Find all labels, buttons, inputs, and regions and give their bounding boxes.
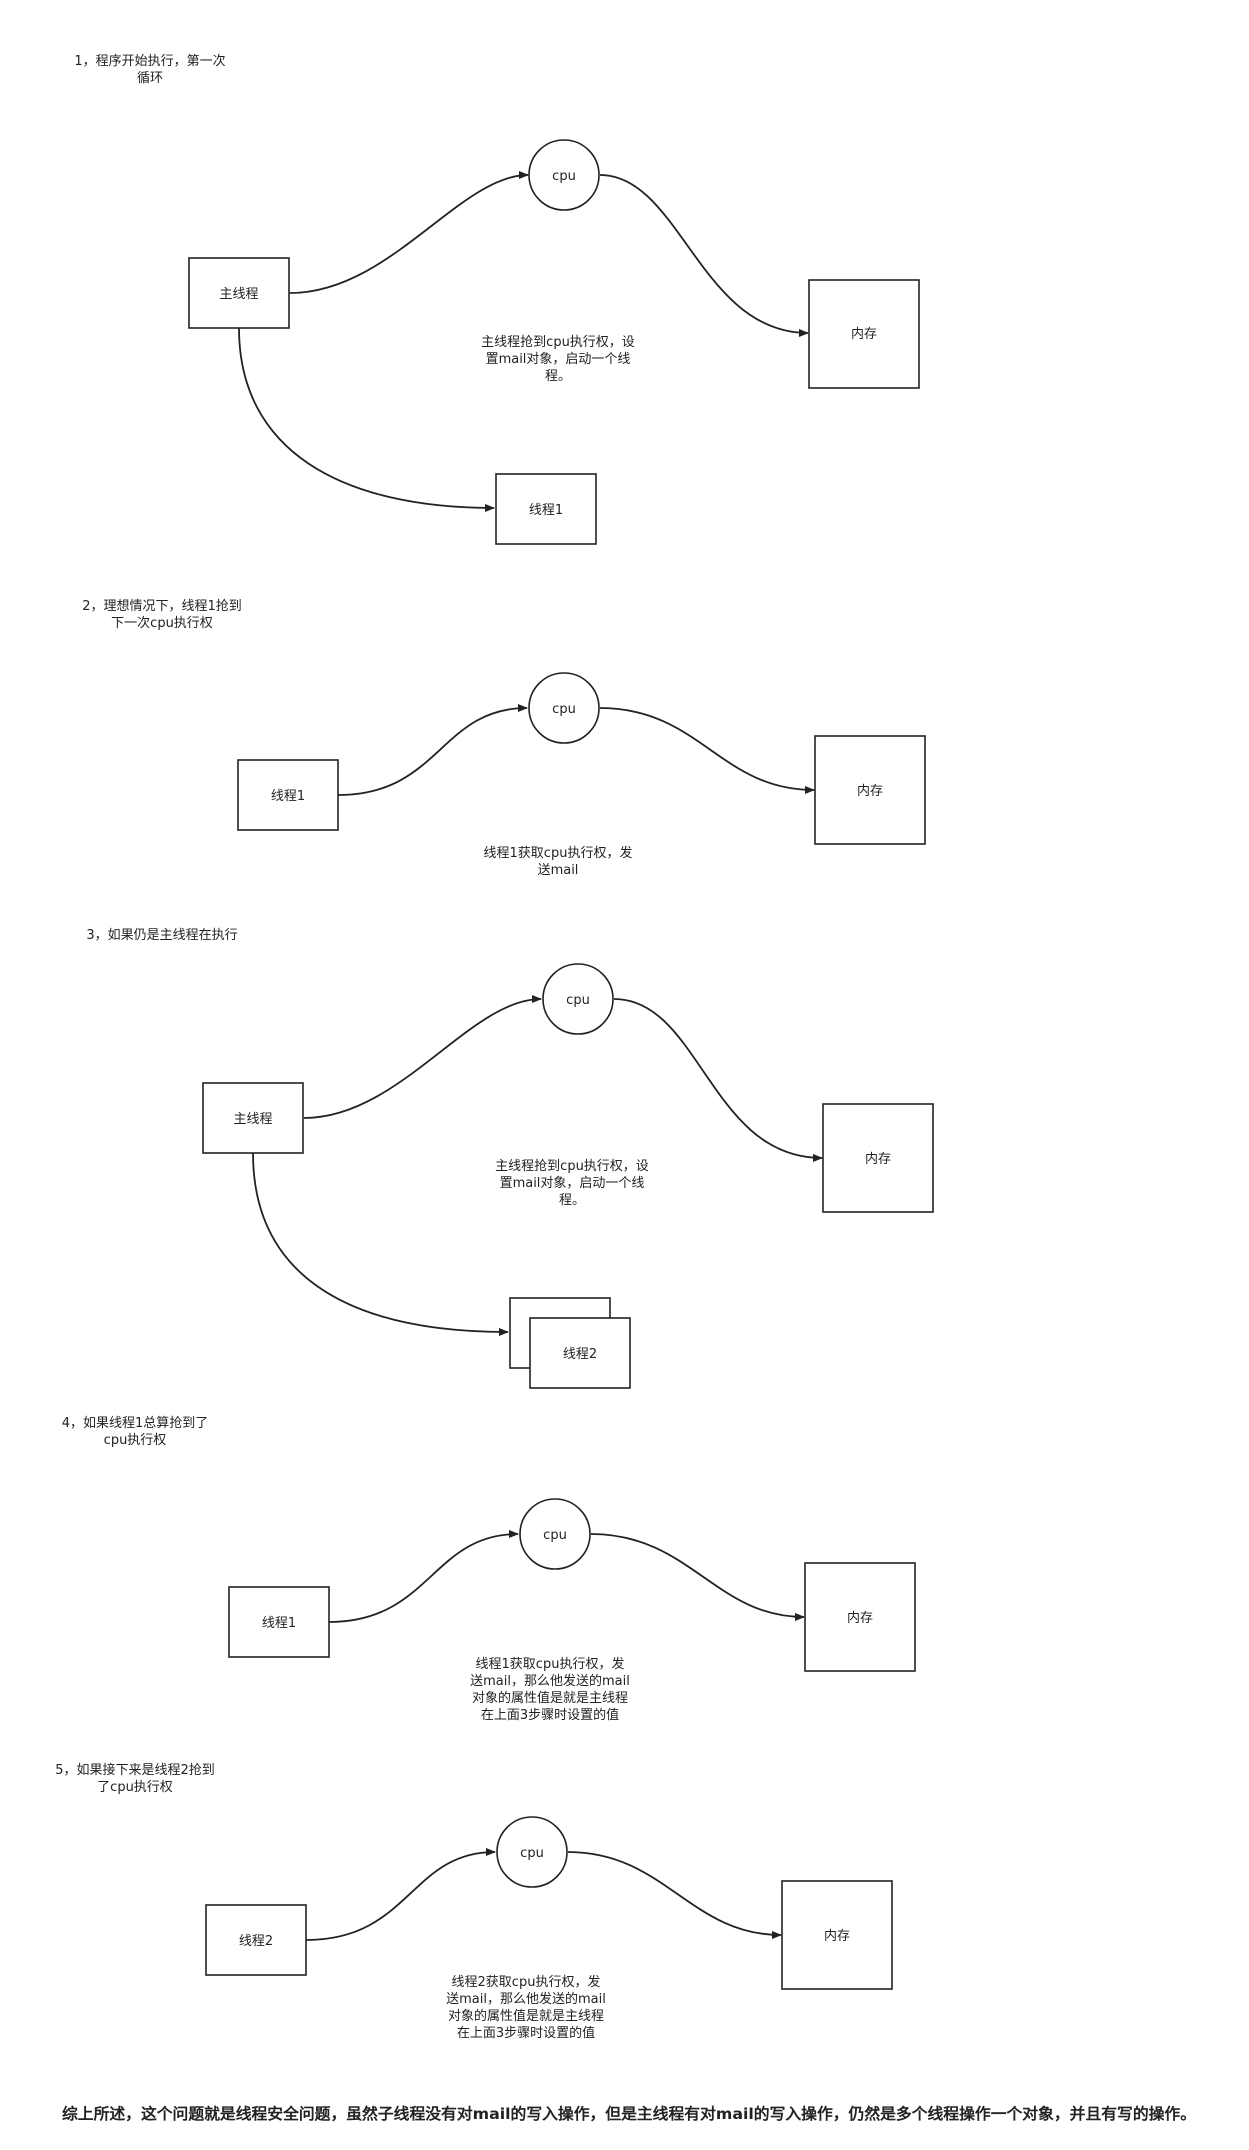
thread1-node	[237, 759, 339, 831]
cpu-node	[528, 672, 600, 744]
step-1: 1，程序开始执行，第一次 循环 主线程 cpu 内存 线程1 主线程抢到cpu执…	[74, 53, 920, 545]
memory-node	[781, 1880, 893, 1990]
edge-thread1-to-cpu	[337, 704, 528, 796]
cpu-label: cpu	[520, 1846, 544, 1861]
main-thread-node	[188, 257, 290, 329]
thread2-node	[529, 1317, 631, 1389]
memory-label: 内存	[847, 1610, 873, 1626]
thread1-label: 线程1	[271, 789, 305, 804]
cpu-label: cpu	[566, 993, 590, 1008]
cpu-label: cpu	[543, 1528, 567, 1543]
step-3-note-line-1: 主线程抢到cpu执行权，设	[495, 1158, 649, 1174]
cpu-label: cpu	[552, 169, 576, 184]
memory-node	[814, 735, 926, 845]
step-4-note-line-3: 对象的属性值是就是主线程	[472, 1690, 628, 1706]
step-5-title-line-1: 5，如果接下来是线程2抢到	[55, 1762, 215, 1778]
step-1-title-line-2: 循环	[137, 71, 163, 86]
thread2-label: 线程2	[239, 1934, 273, 1949]
edge-cpu-to-memory	[590, 1533, 805, 1621]
memory-node	[804, 1562, 916, 1672]
memory-label: 内存	[857, 783, 883, 799]
step-3-note-line-3: 程。	[559, 1193, 585, 1208]
thread2-label: 线程2	[563, 1347, 597, 1362]
edge-cpu-to-memory	[613, 998, 823, 1162]
step-3: 3，如果仍是主线程在执行 主线程 cpu 内存 线程2 主线程抢到cpu执行权，…	[86, 927, 934, 1389]
memory-node	[822, 1103, 934, 1213]
thread1-node	[228, 1586, 330, 1658]
step-5-note-line-4: 在上面3步骤时设置的值	[457, 2025, 595, 2041]
step-3-title-line-1: 3，如果仍是主线程在执行	[86, 927, 237, 943]
step-4-note-line-2: 送mail，那么他发送的mail	[470, 1673, 630, 1689]
memory-label: 内存	[851, 326, 877, 342]
step-2: 2，理想情况下，线程1抢到 下一次cpu执行权 线程1 cpu 内存 线程1获取…	[82, 598, 926, 878]
cpu-node	[542, 963, 614, 1035]
step-1-note-line-1: 主线程抢到cpu执行权，设	[481, 334, 635, 350]
step-1-title-line-1: 1，程序开始执行，第一次	[74, 53, 225, 69]
step-4: 4，如果线程1总算抢到了 cpu执行权 线程1 cpu 内存 线程1获取cpu执…	[62, 1415, 916, 1723]
step-2-note-line-2: 送mail	[538, 863, 579, 878]
edge-main-to-cpu	[289, 171, 529, 294]
main-thread-label: 主线程	[219, 287, 258, 302]
summary-text: 综上所述，这个问题就是线程安全问题，虽然子线程没有对mail的写入操作，但是主线…	[62, 2104, 1196, 2123]
step-5-note-line-3: 对象的属性值是就是主线程	[448, 2008, 604, 2024]
step-5-title-line-2: 了cpu执行权	[97, 1779, 173, 1795]
memory-label: 内存	[865, 1151, 891, 1167]
edge-thread2-to-cpu	[305, 1848, 496, 1941]
cpu-label: cpu	[552, 702, 576, 717]
main-thread-label: 主线程	[233, 1112, 272, 1127]
thread1-label: 线程1	[262, 1616, 296, 1631]
cpu-node	[496, 1816, 568, 1888]
edge-main-to-cpu	[303, 995, 542, 1119]
thread2-node	[205, 1904, 307, 1976]
thread1-node	[495, 473, 597, 545]
step-4-title-line-2: cpu执行权	[104, 1432, 167, 1448]
step-5-note-line-1: 线程2获取cpu执行权，发	[452, 1974, 601, 1990]
step-2-title-line-2: 下一次cpu执行权	[111, 615, 213, 631]
cpu-node	[528, 139, 600, 211]
step-5: 5，如果接下来是线程2抢到 了cpu执行权 线程2 cpu 内存 线程2获取cp…	[55, 1762, 893, 2041]
edge-main-to-thread1	[238, 327, 495, 512]
step-1-note-line-2: 置mail对象，启动一个线	[486, 352, 631, 367]
edge-main-to-thread2	[252, 1152, 509, 1336]
step-5-note-line-2: 送mail，那么他发送的mail	[446, 1991, 606, 2007]
step-1-note-line-3: 程。	[545, 369, 571, 384]
step-4-note-line-4: 在上面3步骤时设置的值	[481, 1707, 619, 1723]
edge-thread1-to-cpu	[328, 1530, 519, 1623]
thread1-label: 线程1	[529, 503, 563, 518]
edge-cpu-to-memory	[599, 707, 815, 794]
memory-label: 内存	[824, 1928, 850, 1944]
step-4-title-line-1: 4，如果线程1总算抢到了	[62, 1415, 209, 1431]
step-2-note-line-1: 线程1获取cpu执行权，发	[484, 845, 633, 861]
step-3-note-line-2: 置mail对象，启动一个线	[500, 1176, 645, 1191]
edge-cpu-to-memory	[599, 174, 809, 337]
main-thread-node	[202, 1082, 304, 1154]
cpu-node	[519, 1498, 591, 1570]
memory-node	[808, 279, 920, 389]
edge-cpu-to-memory	[567, 1851, 782, 1939]
step-2-title-line-1: 2，理想情况下，线程1抢到	[82, 598, 242, 614]
step-4-note-line-1: 线程1获取cpu执行权，发	[476, 1656, 625, 1672]
